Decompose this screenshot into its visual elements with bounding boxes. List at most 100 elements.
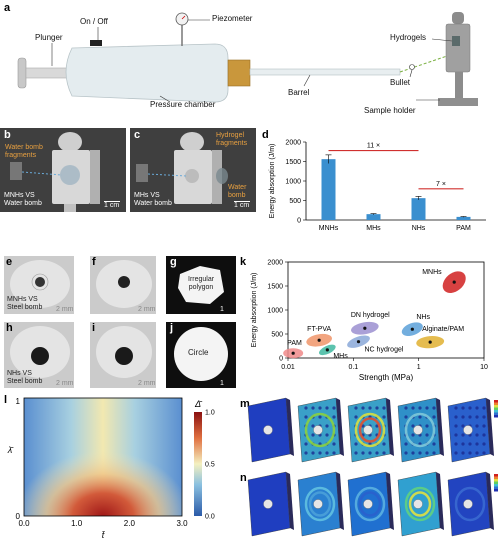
- scale-i: 2 mm: [138, 380, 156, 387]
- x-tick-label: 0.0: [18, 519, 30, 528]
- panel-label-l: l: [4, 394, 8, 406]
- label-alg: Alginate/PAM: [422, 326, 464, 333]
- label-mnhs: MNHs: [422, 269, 442, 276]
- x-tick-label: MHs: [366, 225, 381, 232]
- y-tick-label: 500: [271, 332, 283, 339]
- x-tick-label: 3.0: [176, 519, 188, 528]
- panel-label-e: e: [6, 256, 13, 268]
- y-tick-label: 0: [16, 512, 21, 521]
- trajectory-line: [399, 54, 451, 73]
- y-tick-label: 1500: [267, 284, 283, 291]
- scale-g: 1 mm: [220, 306, 224, 313]
- sim-n-3: [347, 471, 394, 537]
- x-tick-label: 0.1: [348, 364, 358, 371]
- hydrogel-sample: [452, 36, 460, 46]
- label-piezometer: Piezometer: [212, 14, 253, 23]
- sim-m-2: [297, 397, 344, 463]
- bar: [366, 214, 381, 220]
- label-sample-holder: Sample holder: [364, 106, 416, 115]
- sim-n-5: [447, 471, 494, 537]
- y-tick-label: 500: [289, 198, 301, 205]
- x-tick-label: 0.01: [281, 364, 295, 371]
- x-tick-label: 2.0: [124, 519, 136, 528]
- colorbar-tick: 0.0: [205, 514, 215, 521]
- holder-post: [455, 72, 463, 100]
- plunger-handle: [17, 57, 27, 89]
- x-tick-label: 10: [480, 364, 488, 371]
- bullet: [409, 64, 415, 70]
- panel-label-j: j: [170, 322, 174, 334]
- target-body: [445, 23, 471, 73]
- label-pressure-chamber: Pressure chamber: [150, 100, 216, 109]
- point-alg: [428, 340, 432, 344]
- scale-h: 2 mm: [56, 380, 74, 387]
- bar: [411, 198, 426, 220]
- panel-label-a: a: [4, 2, 11, 14]
- label-nc: NC hydrogel: [365, 347, 404, 354]
- annotation-11x: 11 ×: [367, 143, 380, 150]
- chamber-nozzle: [227, 59, 251, 87]
- bar: [321, 159, 336, 220]
- label-bullet: Bullet: [390, 78, 411, 87]
- sim-m-1: [247, 397, 294, 463]
- sim-n-1: [247, 471, 294, 537]
- point-nhs: [410, 327, 414, 331]
- y-tick-label: 0: [279, 356, 283, 363]
- label-pam: PAM: [287, 340, 302, 347]
- y-tick-label: 2000: [267, 260, 283, 267]
- label-on-off: On / Off: [80, 17, 108, 26]
- simulation-snapshots: [247, 397, 498, 537]
- label-dn: DN hydrogel: [351, 312, 390, 319]
- x-axis-label: t̄: [102, 530, 106, 540]
- scale-j: 1 mm: [220, 380, 224, 387]
- label-hydrogels: Hydrogels: [390, 33, 427, 42]
- colorbar: [194, 412, 202, 516]
- panel-label-f: f: [92, 256, 96, 268]
- pressure-chamber-body: [65, 43, 229, 103]
- colorbar-tick: 0.5: [205, 462, 215, 469]
- sim-m-3: [347, 397, 394, 463]
- sim-n-4: [397, 471, 444, 537]
- on-off-switch: [90, 40, 102, 46]
- panel-label-m: m: [240, 398, 250, 410]
- point-mnhs: [452, 280, 456, 284]
- label-barrel: Barrel: [288, 88, 310, 97]
- label-ftpva: FT-PVA: [307, 326, 331, 333]
- sim-n-2: [297, 471, 344, 537]
- y-tick-label: 2000: [285, 140, 301, 147]
- schematic-illustration: [17, 12, 478, 106]
- sim-m-5: [447, 397, 494, 463]
- y-tick-label: 1500: [285, 159, 301, 166]
- panel-label-d: d: [262, 129, 269, 141]
- x-tick-label: NHs: [412, 225, 426, 232]
- panel-label-b: b: [4, 129, 11, 141]
- x-tick-label: 1: [417, 364, 421, 371]
- photo-f: 2 mm: [90, 256, 156, 314]
- photo-j: Circle 1 mm: [166, 322, 236, 388]
- scale-c: 1 cm: [234, 202, 250, 209]
- annotation-7x: 7 ×: [436, 181, 446, 188]
- colorbar-label: Δ̄: [194, 399, 203, 409]
- panel-label-i: i: [92, 322, 96, 334]
- y-tick-label: 1000: [267, 308, 283, 315]
- panel-label-g: g: [170, 256, 177, 268]
- holder-base: [438, 98, 478, 106]
- scale-e: 2 mm: [56, 306, 74, 313]
- x-axis-label: Strength (MPa): [359, 373, 414, 382]
- point-mhs: [325, 348, 329, 352]
- label-mhs: MHs: [333, 353, 348, 360]
- y-axis-label: Energy absorption (J/m): [269, 144, 276, 219]
